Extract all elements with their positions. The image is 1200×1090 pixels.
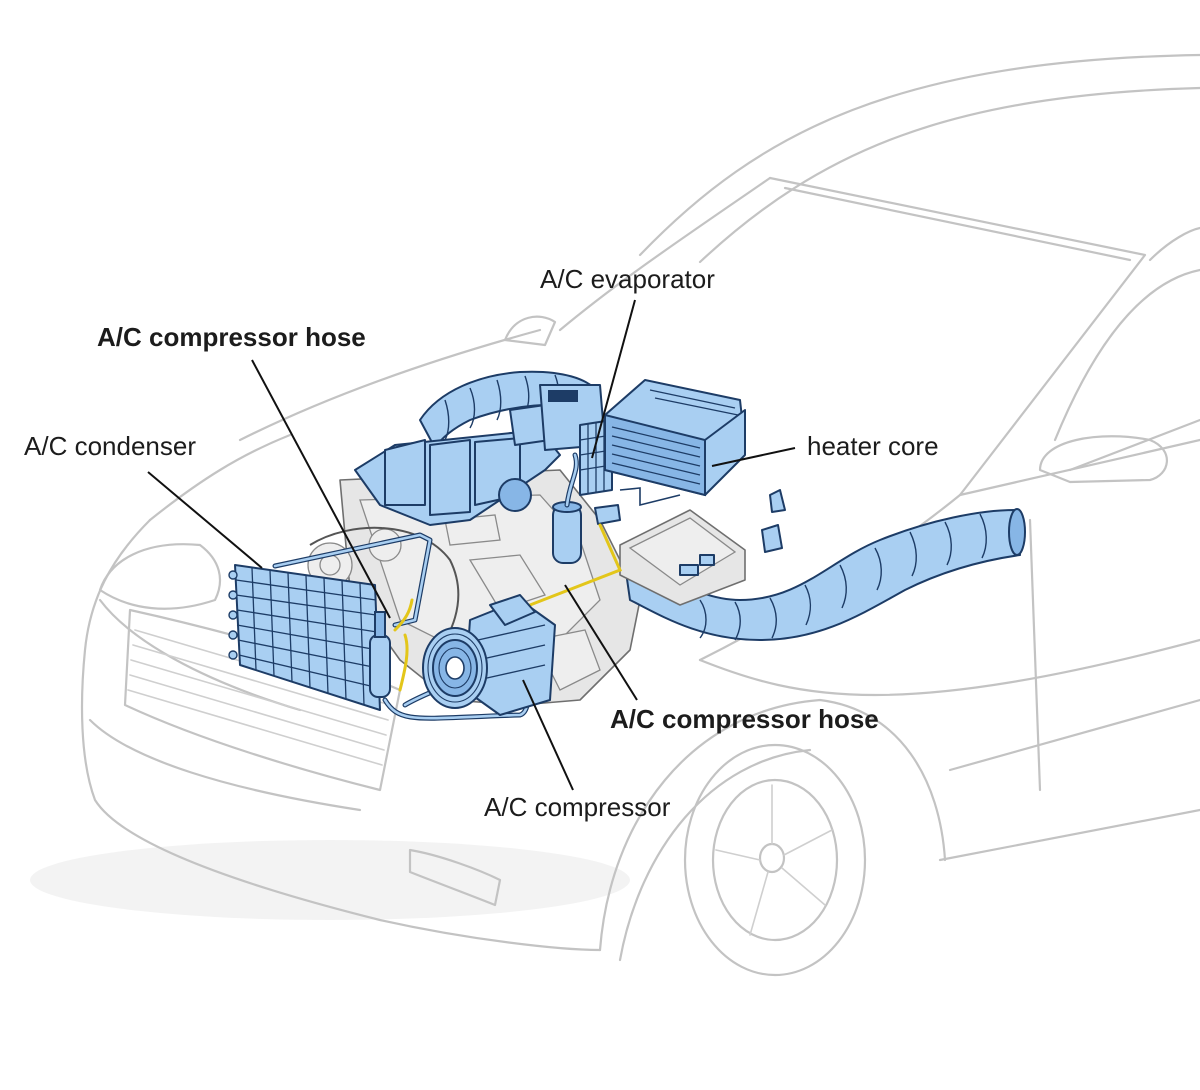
label-ac-compressor-hose-bottom: A/C compressor hose <box>610 704 879 734</box>
receiver-drier <box>552 452 582 564</box>
car-body <box>30 53 1200 977</box>
label-heater-core: heater core <box>807 431 939 461</box>
leader-hose-top <box>251 359 391 619</box>
air-duct-lower <box>624 508 1026 641</box>
leader-evaporator <box>591 299 636 459</box>
heater-core <box>604 379 746 497</box>
leader-compressor <box>522 679 574 791</box>
leader-condenser <box>147 471 263 569</box>
label-ac-compressor-hose-top: A/C compressor hose <box>97 322 366 352</box>
leader-hose-bottom <box>564 584 638 701</box>
relay-box <box>619 509 746 606</box>
ac-condenser <box>228 564 391 711</box>
label-ac-condenser: A/C condenser <box>24 431 196 461</box>
label-ac-compressor: A/C compressor <box>484 792 671 822</box>
leader-heater-core <box>711 447 796 467</box>
mount-brackets <box>594 487 786 553</box>
compressor-hose-lines <box>393 523 623 692</box>
leader-lines <box>147 299 796 791</box>
ac-compressor <box>422 594 556 716</box>
label-ac-evaporator: A/C evaporator <box>540 264 715 294</box>
